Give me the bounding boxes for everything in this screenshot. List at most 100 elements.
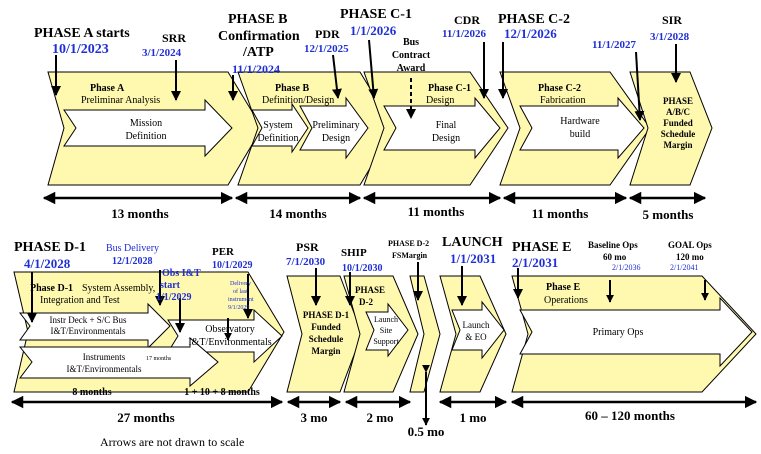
mission-def-1: Mission bbox=[130, 118, 162, 129]
launch-eo-arrow bbox=[451, 300, 505, 360]
sir-date: 3/1/2028 bbox=[650, 31, 690, 43]
obs-label-1: Obs I&T bbox=[162, 268, 201, 279]
cdr-date: 11/1/2026 bbox=[442, 28, 487, 40]
duration-2mo: 2 mo bbox=[366, 410, 393, 425]
sir-label: SIR bbox=[662, 13, 682, 27]
delivery-label-3: instrument bbox=[228, 297, 254, 303]
margin-abc-arrow bbox=[629, 71, 713, 186]
duration-5: 5 months bbox=[643, 207, 694, 222]
margin-abc-5: Margin bbox=[664, 140, 693, 150]
phase-d1-sub-2: Integration and Test bbox=[40, 295, 120, 306]
phase-e-date: 2/1/2031 bbox=[512, 255, 558, 270]
phase-a-date: 10/1/2023 bbox=[52, 42, 109, 57]
ship-date: 10/1/2030 bbox=[342, 263, 383, 274]
phase-c1-marker bbox=[368, 39, 379, 99]
cdr-label: CDR bbox=[454, 13, 480, 27]
pdr-date: 12/1/2025 bbox=[304, 43, 349, 55]
launch-label: LAUNCH bbox=[442, 235, 503, 250]
observatory-2: I&T/Environmentals bbox=[188, 337, 271, 348]
srr-label: SRR bbox=[162, 31, 186, 45]
duration-11a: 11 months bbox=[408, 204, 465, 219]
pdr-marker bbox=[331, 54, 342, 99]
margin-abc-1: PHASE bbox=[663, 96, 693, 106]
phase-b-sub: Definition/Design bbox=[262, 95, 334, 106]
system-def-1: System bbox=[263, 120, 293, 131]
mission-def-arrow bbox=[63, 98, 233, 158]
phase-b-label-1: PHASE B bbox=[228, 12, 288, 27]
delivery-date: 9/1/2029 bbox=[228, 305, 249, 311]
phase-c2-title: Phase C-2 bbox=[538, 83, 581, 94]
launch-eo-2: & EO bbox=[465, 332, 487, 342]
baseline-label-2: 60 mo bbox=[603, 252, 627, 262]
per-date: 10/1/2029 bbox=[212, 260, 253, 271]
phase-c1-date: 1/1/2026 bbox=[350, 23, 397, 38]
hardware-build-1: Hardware bbox=[560, 116, 600, 127]
instr-deck-1: Instr Deck + S/C Bus bbox=[49, 315, 127, 325]
srr-date: 3/1/2024 bbox=[142, 47, 182, 59]
margin-abc-4: Schedule bbox=[661, 129, 696, 139]
duration-11b: 11 months bbox=[532, 206, 589, 221]
pdr-label: PDR bbox=[315, 27, 340, 41]
prelim-design-arrow bbox=[299, 96, 369, 160]
phase-d2-2: D-2 bbox=[359, 297, 373, 307]
obs-label-2: start bbox=[160, 280, 181, 291]
delivery-label-2: of last bbox=[233, 288, 248, 295]
baseline-date: 2/1/2036 bbox=[612, 263, 640, 272]
duration-8mo: 8 months bbox=[72, 387, 111, 398]
instruments-1: Instruments bbox=[83, 352, 126, 362]
d1-margin-arrow bbox=[286, 275, 363, 393]
c2-end-marker bbox=[634, 51, 645, 121]
instruments-2: I&T/Environmentals bbox=[67, 364, 142, 374]
duration-3mo: 3 mo bbox=[300, 410, 327, 425]
phase-b-label-2: Confirmation bbox=[218, 29, 300, 44]
launch-site-arrow bbox=[365, 302, 409, 358]
launch-site-2: Site bbox=[380, 326, 393, 335]
phase-d1-label: PHASE D-1 bbox=[14, 240, 86, 255]
phase-c1-label: PHASE C-1 bbox=[340, 7, 412, 22]
phase-c2-label: PHASE C-2 bbox=[498, 12, 570, 27]
per-label: PER bbox=[212, 246, 235, 258]
phase-c1-sub: Design bbox=[426, 95, 454, 106]
launch-eo-1: Launch bbox=[463, 320, 490, 330]
baseline-label-1: Baseline Ops bbox=[588, 240, 638, 250]
instruments-17: 17 months bbox=[146, 356, 172, 362]
phase-d2-1: PHASE bbox=[355, 285, 385, 295]
margin-abc-2: A/B/C bbox=[666, 107, 690, 117]
observatory-1: Observatory bbox=[205, 324, 254, 335]
psr-date: 7/1/2030 bbox=[286, 256, 326, 268]
phase-b-label-3: /ATP bbox=[242, 45, 274, 60]
launch-site-3: Support bbox=[373, 337, 399, 346]
psr-label: PSR bbox=[296, 240, 319, 254]
instruments-arrow bbox=[18, 336, 219, 388]
d1-margin-1: PHASE D-1 bbox=[303, 310, 350, 320]
phase-a-sub: Preliminar Analysis bbox=[81, 95, 160, 106]
system-def-arrow bbox=[251, 102, 309, 154]
phase-c2-date: 12/1/2026 bbox=[504, 26, 557, 41]
mission-def-2: Definition bbox=[125, 131, 166, 142]
bus-label-2: Contract bbox=[392, 50, 431, 61]
phase-a-label: PHASE A starts bbox=[34, 26, 130, 41]
bus-label-3: Award bbox=[397, 63, 426, 74]
goal-label-1: GOAL Ops bbox=[668, 240, 712, 250]
fs-margin-label: FSMargin bbox=[392, 251, 428, 260]
d1-margin-4: Margin bbox=[312, 346, 341, 356]
phase-d1-date: 4/1/2028 bbox=[24, 256, 71, 271]
phase-e-sub: Operations bbox=[544, 295, 588, 306]
d1-margin-2: Funded bbox=[311, 322, 341, 332]
launch-date: 1/1/2031 bbox=[450, 251, 496, 266]
goal-label-2: 120 mo bbox=[676, 252, 704, 262]
goal-date: 2/1/2041 bbox=[670, 263, 698, 272]
phase-a-title: Phase A bbox=[90, 83, 125, 94]
hardware-build-arrow bbox=[519, 96, 645, 160]
final-design-1: Final bbox=[436, 120, 457, 131]
margin-abc-3: Funded bbox=[663, 118, 693, 128]
launch-site-1: Launch bbox=[374, 315, 398, 324]
obs-date: 1/1/2029 bbox=[156, 292, 192, 303]
duration-sum: 1 + 10 + 8 months bbox=[184, 387, 260, 398]
duration-13: 13 months bbox=[111, 206, 168, 221]
prelim-design-1: Preliminary bbox=[312, 120, 359, 131]
bus-delivery-date: 12/1/2028 bbox=[112, 256, 153, 267]
bus-delivery-label: Bus Delivery bbox=[106, 243, 159, 254]
phase-d2-top-label: PHASE D-2 bbox=[388, 239, 429, 248]
